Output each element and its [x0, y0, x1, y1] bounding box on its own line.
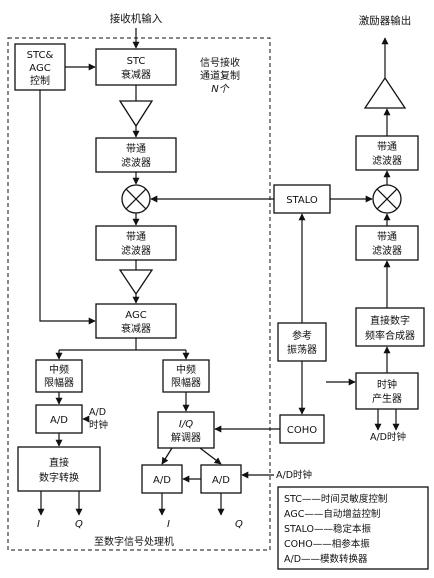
stc-agc-control-line3: 控制: [30, 74, 50, 87]
mixer-2: [372, 184, 402, 214]
bandpass-filter-3-block: [355, 135, 419, 171]
mixer-1: [121, 184, 151, 214]
agc-attenuator-block: [95, 303, 177, 339]
replicated-channel-boundary: [7, 37, 271, 551]
ad-converter-2-block: [141, 464, 183, 494]
ad-converter-2-label: A/D: [153, 475, 171, 486]
direct-digital-conversion-line1: 直接: [49, 456, 69, 469]
bandpass-filter-1-line2: 滤波器: [121, 156, 151, 169]
stalo-label: STALO: [286, 195, 318, 206]
bandpass-filter-2-line2: 滤波器: [121, 244, 151, 257]
ad-converter-1-block: [35, 404, 83, 434]
replicate-note-line2: 通道复制: [200, 69, 240, 82]
stalo-block: [273, 184, 331, 214]
iq-demodulator-line1: I/Q: [179, 419, 193, 430]
stc-attenuator-line2: 衰减器: [121, 68, 151, 81]
reference-oscillator-line1: 参考: [292, 329, 312, 342]
output-amplifier-triangle: [363, 76, 407, 109]
bandpass-filter-3-line1: 带通: [377, 141, 397, 153]
legend-item-5: A/D——模数转换器: [284, 553, 368, 565]
receiver-input-label: 接收机输入: [110, 12, 163, 25]
output-q-1: Q: [75, 519, 83, 530]
clock-generator-line1: 时钟: [377, 378, 397, 391]
output-i-1: I: [37, 519, 40, 530]
bandpass-filter-1-line1: 带通: [126, 143, 146, 155]
agc-attenuator-line2: 衰减器: [121, 322, 151, 335]
direct-digital-conversion-block: [17, 446, 101, 492]
ad-clock-label-1b: 时钟: [89, 419, 108, 431]
dds-line2: 频率合成器: [365, 329, 415, 342]
ad-clock-label-1: A/D: [89, 407, 106, 418]
if-limiter-1-line2: 限幅器: [44, 376, 74, 389]
amplifier-1-triangle: [118, 100, 154, 128]
signal-connections: [37, 28, 400, 516]
exciter-output-label: 激励器输出: [359, 14, 412, 27]
if-limiter-2-block: [162, 359, 210, 393]
stc-agc-control-line2: AGC: [29, 63, 50, 74]
legend-item-4: COHO——相参本振: [284, 538, 370, 550]
replicate-note-line3: N个: [211, 83, 229, 95]
legend-item-1: STC——时间灵敏度控制: [284, 493, 387, 505]
bandpass-filter-4-line1: 带通: [377, 231, 397, 243]
output-q-2: Q: [235, 519, 243, 530]
stc-attenuator-block: [95, 48, 177, 86]
bandpass-filter-2-line1: 带通: [126, 231, 146, 243]
iq-demodulator-block: [157, 411, 215, 449]
if-limiter-1-line1: 中频: [49, 363, 69, 376]
ad-clock-label-3: A/D时钟: [370, 431, 406, 443]
if-limiter-2-line1: 中频: [176, 363, 196, 376]
ad-clock-label-2: A/D时钟: [276, 469, 312, 481]
direct-digital-conversion-line2: 数字转换: [39, 471, 79, 484]
dds-line1: 直接数字: [370, 314, 410, 327]
clock-generator-line2: 产生器: [372, 392, 402, 405]
legend-item-3: STALO——稳定本振: [284, 523, 372, 535]
reference-oscillator-block: [277, 322, 327, 362]
stc-agc-control-line1: STC&: [27, 50, 54, 61]
amplifier-2-triangle: [118, 269, 154, 296]
legend-item-2: AGC——自动增益控制: [284, 508, 380, 520]
output-i-2: I: [167, 519, 170, 530]
coho-label: COHO: [287, 425, 317, 436]
bandpass-filter-3-line2: 滤波器: [372, 154, 402, 167]
ad-converter-3-label: A/D: [212, 475, 230, 486]
reference-oscillator-line2: 振荡器: [287, 343, 317, 356]
coho-block: [279, 414, 325, 444]
dds-block: [355, 307, 425, 347]
legend-box: STC——时间灵敏度控制 AGC——自动增益控制 STALO——稳定本振 COH…: [277, 486, 429, 570]
if-limiter-2-line2: 限幅器: [171, 376, 201, 389]
bandpass-filter-4-line2: 滤波器: [372, 244, 402, 257]
if-limiter-1-block: [35, 359, 83, 393]
replicate-note-line1: 信号接收: [200, 56, 240, 69]
agc-attenuator-line1: AGC: [125, 310, 146, 321]
iq-demodulator-line2: 解调器: [171, 431, 201, 444]
ad-converter-1-label: A/D: [50, 415, 68, 426]
to-dsp-label: 至数字信号处理机: [94, 535, 174, 548]
stc-attenuator-line1: STC: [127, 56, 146, 67]
